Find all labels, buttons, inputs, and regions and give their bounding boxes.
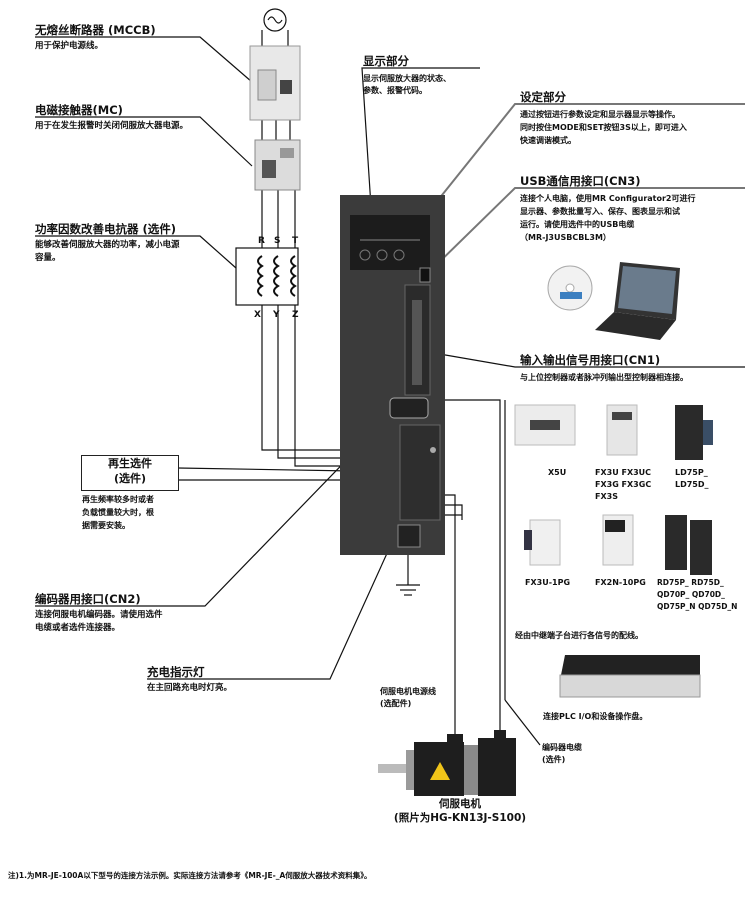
power-cable-label-2: (选配件) xyxy=(380,699,412,708)
controller-fx3u-1pg: FX3U-1PG xyxy=(525,578,571,587)
relay-desc: 连接PLC I/O和设备操作盘。 xyxy=(543,712,648,721)
cn2-title: 编码器用接口(CN2) xyxy=(35,592,141,606)
power-cable-label-1: 伺服电机电源线 xyxy=(380,687,436,696)
motor-name: 伺服电机 xyxy=(439,798,481,810)
mc-leader xyxy=(35,116,253,167)
terminal-x: X xyxy=(254,310,261,320)
regen-desc-3: 据需要安装。 xyxy=(82,521,130,530)
reactor-image xyxy=(235,247,299,306)
mccb-image xyxy=(249,45,301,121)
display-leader xyxy=(361,67,480,223)
display-desc-1: 显示伺服放大器的状态、 xyxy=(363,74,451,83)
regen-box-sub: (选件) xyxy=(113,472,147,485)
controller-fx3-line1: FX3U FX3UC xyxy=(595,468,652,477)
controller-x5u: X5U xyxy=(548,468,567,477)
cn2-desc-2: 电缆或者选件连接器。 xyxy=(35,623,121,633)
cn1-desc: 与上位控制器或者脉冲列输出型控制器相连接。 xyxy=(520,373,688,382)
usb-desc-3: 运行。请使用选件中的USB电缆 xyxy=(520,220,635,229)
regen-desc-1: 再生频率较多时或者 xyxy=(82,495,154,504)
terminal-z: Z xyxy=(292,310,299,320)
warning-icon xyxy=(430,762,450,780)
reactor-desc-2: 容量。 xyxy=(35,253,61,263)
charge-lamp-title: 充电指示灯 xyxy=(147,665,205,679)
reactor-leader xyxy=(35,235,237,269)
mc-desc: 用于在发生报警时关闭伺服放大器电源。 xyxy=(35,121,189,131)
mccb-desc: 用于保护电源线。 xyxy=(35,41,104,51)
display-desc-2: 参数、报警代码。 xyxy=(363,86,427,95)
servo-amplifier-image xyxy=(340,195,445,555)
contactor-image xyxy=(254,139,301,191)
controller-ld75-line1: LD75P_ xyxy=(675,468,708,477)
controller-rd75-line3: QD75P_N QD75D_N xyxy=(657,602,738,611)
controller-rd75-line1: RD75P_ RD75D_ xyxy=(657,578,724,587)
usb-title: USB通信用接口(CN3) xyxy=(520,174,641,188)
usb-desc-4: （MR-J3USBCBL3M） xyxy=(520,233,611,242)
controller-rd75-line2: QD70P_ QD70D_ xyxy=(657,590,725,599)
controller-fx3-line3: FX3S xyxy=(595,492,618,501)
regen-option-box: 再生选件 (选件) xyxy=(81,455,179,491)
usb-desc-1: 连接个人电脑，使用MR Configurator2可进行 xyxy=(520,194,696,203)
controller-fx3-line2: FX3G FX3GC xyxy=(595,480,652,489)
setting-desc-2: 同时按住MODE和SET按钮3S以上，即可进入 xyxy=(520,123,687,132)
controller-ld75-line2: LD75D_ xyxy=(675,480,709,489)
terminal-s: S xyxy=(274,236,281,246)
mccb-title: 无熔丝断路器 (MCCB) xyxy=(35,23,156,37)
laptop-image xyxy=(547,262,680,340)
setting-title: 设定部分 xyxy=(520,90,566,104)
encoder-cable-label-1: 编码器电缆 xyxy=(542,743,582,752)
cn1-title: 输入输出信号用接口(CN1) xyxy=(520,353,661,367)
controller-fx2n-10pg: FX2N-10PG xyxy=(595,578,646,587)
reactor-title: 功率因数改善电抗器 (选件) xyxy=(35,222,177,236)
controller-images xyxy=(514,404,713,575)
encoder-cable-label-2: (选件) xyxy=(542,755,566,764)
terminal-t: T xyxy=(292,236,299,246)
servo-motor-image xyxy=(378,730,516,796)
display-title: 显示部分 xyxy=(363,54,409,68)
terminal-r: R xyxy=(258,236,265,246)
reactor-desc-1: 能够改善伺服放大器的功率，减小电源 xyxy=(35,240,180,250)
setting-desc-1: 通过按钮进行参数设定和显示器显示等操作。 xyxy=(520,110,680,119)
setting-desc-3: 快速调谐模式。 xyxy=(520,136,576,145)
cn1-leader xyxy=(427,351,745,368)
mccb-leader xyxy=(35,36,253,83)
regen-desc-2: 负载惯量较大时，根 xyxy=(82,508,154,517)
footnote: 注)1.为MR-JE-100A以下型号的连接方法示例。实际连接方法请参考《MR-… xyxy=(8,871,372,880)
cn2-desc-1: 连接伺服电机编码器。请使用选件 xyxy=(35,610,163,620)
terminal-y: Y xyxy=(273,310,280,320)
charge-lamp-desc: 在主回路充电时灯亮。 xyxy=(147,683,233,693)
usb-leader xyxy=(424,187,745,277)
usb-desc-2: 显示器、参数批量写入、保存、图表显示和试 xyxy=(520,207,680,216)
relay-text: 经由中继端子台进行各信号的配线。 xyxy=(515,631,643,640)
motor-model: (照片为HG-KN13J-S100) xyxy=(393,812,527,824)
cn2-leader xyxy=(35,409,396,607)
terminal-block-image xyxy=(559,655,701,698)
mc-title: 电磁接触器(MC) xyxy=(35,103,123,117)
regen-box-label: 再生选件 xyxy=(108,457,152,470)
